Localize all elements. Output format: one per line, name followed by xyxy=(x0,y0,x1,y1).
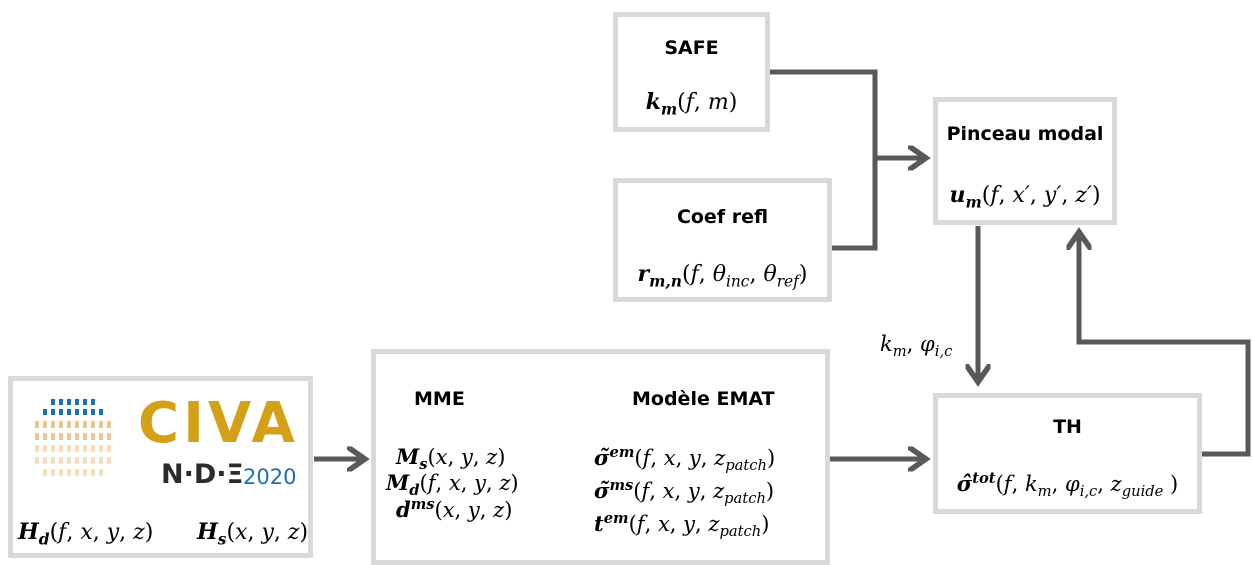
edge-label: km, φi,c xyxy=(880,332,953,361)
pinceau-box: Pinceau modal um(f, x′, y′, z′) xyxy=(933,97,1117,225)
safe-box: SAFE km(f, m) xyxy=(613,12,770,132)
civa-logo-sub: N·D·Ξ xyxy=(161,459,244,490)
civa-field-s: Hs(x, y, z) xyxy=(197,519,309,549)
pinceau-title: Pinceau modal xyxy=(946,123,1104,145)
mme-emat-box: MME Ms(x, y, z) Md(f, x, y, z) dms(x, y,… xyxy=(371,349,830,565)
emat-line3: tem(f, x, y, zpatch) xyxy=(594,510,770,541)
th-box: TH σ̂tot(f, km, φi,c, zguide ) xyxy=(933,393,1202,514)
emat-title: Modèle EMAT xyxy=(632,388,775,410)
arrow-th-to-pinceau xyxy=(1079,234,1251,457)
coef-box: Coef refl rm,n(f, θinc, θref) xyxy=(613,178,832,302)
civa-logo-word: CIVA xyxy=(138,391,299,456)
coef-formula: rm,n(f, θinc, θref) xyxy=(637,261,808,291)
mme-line3: dms(x, y, z) xyxy=(396,496,513,522)
emat-line1: σ̃em(f, x, y, zpatch) xyxy=(594,444,776,475)
mme-line2: Md(f, x, y, z) xyxy=(386,470,519,500)
safe-formula: km(f, m) xyxy=(645,89,738,119)
th-formula: σ̂tot(f, km, φi,c, zguide ) xyxy=(956,470,1179,501)
civa-logo-year: 2020 xyxy=(243,465,297,489)
pinceau-formula: um(f, x′, y′, z′) xyxy=(949,182,1101,212)
civa-field-d: Hd(f, x, y, z) xyxy=(18,519,154,549)
safe-connector xyxy=(768,69,878,158)
civa-box: CIVA N·D·Ξ 2020 Hd(f, x, y, z) Hs(x, y, … xyxy=(8,376,313,558)
emat-line2: σ̃ms(f, x, y, zpatch) xyxy=(594,477,775,508)
th-title: TH xyxy=(1053,416,1082,438)
civa-logo-cube-icon xyxy=(35,399,111,476)
mme-line1: Ms(x, y, z) xyxy=(396,444,506,474)
coef-title: Coef refl xyxy=(676,206,769,228)
safe-title: SAFE xyxy=(664,37,719,59)
mme-title: MME xyxy=(414,388,465,410)
